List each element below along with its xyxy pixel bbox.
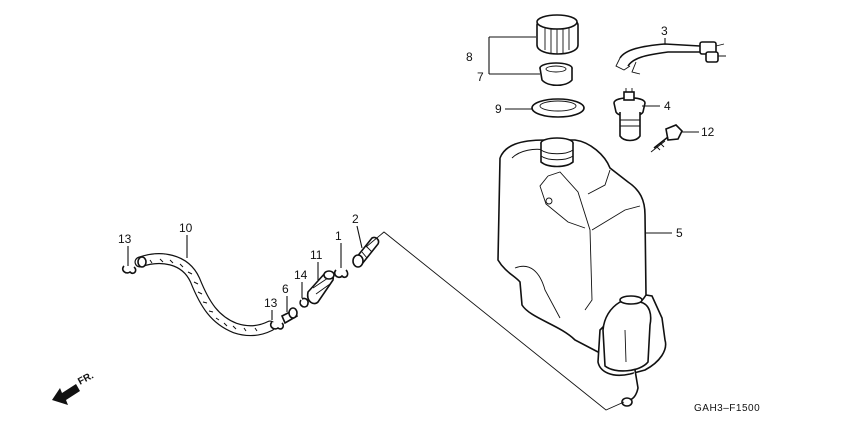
leader-lines — [127, 36, 699, 320]
label-14: 14 — [294, 268, 308, 282]
label-11: 11 — [310, 248, 323, 262]
hose-clip — [121, 265, 137, 275]
label-3: 3 — [661, 24, 668, 38]
oil-hose — [134, 253, 276, 337]
clip — [299, 297, 309, 308]
oil-level-sensor — [613, 88, 646, 142]
label-9: 9 — [495, 102, 502, 116]
label-13: 13 — [264, 296, 278, 310]
diagram-code: GAH3–F1500 — [694, 403, 760, 414]
label-5: 5 — [676, 226, 683, 240]
label-6: 6 — [282, 282, 289, 296]
hose-joint — [280, 307, 299, 325]
oil-tank — [497, 137, 667, 407]
bolt — [650, 124, 683, 153]
label-1: 1 — [335, 229, 342, 243]
oil-tank-cap — [536, 14, 579, 55]
seal-ring — [531, 98, 585, 118]
hose-clip — [269, 321, 285, 330]
label-13: 13 — [118, 232, 132, 246]
oil-filter — [306, 270, 335, 305]
label-4: 4 — [664, 99, 671, 113]
label-8: 7 — [477, 70, 484, 84]
direction-label: FR. — [76, 370, 96, 387]
label-7: 8 — [466, 50, 473, 64]
hose-clip — [333, 269, 349, 279]
routing-line — [365, 231, 625, 411]
oil-level-wire — [615, 41, 726, 75]
label-2: 2 — [352, 212, 359, 226]
strainer — [539, 62, 573, 87]
label-10: 10 — [179, 221, 193, 235]
tank-joint — [352, 236, 380, 268]
label-12: 12 — [701, 125, 715, 139]
front-direction-arrow-icon: FR. — [52, 370, 96, 405]
